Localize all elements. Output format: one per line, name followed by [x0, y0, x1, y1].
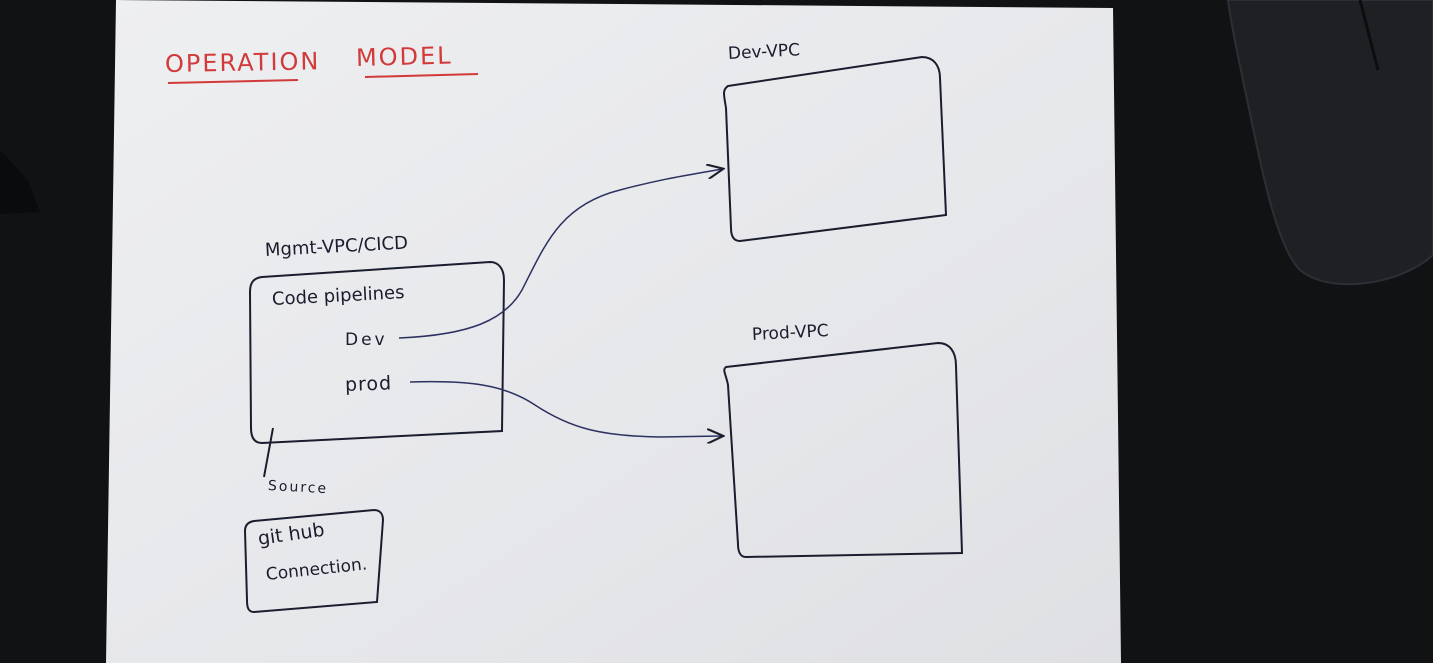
prod-vpc-box	[723, 341, 964, 559]
title-underline-2	[364, 73, 479, 78]
paper-sheet	[106, 0, 1121, 663]
prod-to-prod-vpc-arrow	[409, 380, 722, 437]
prod-vpc-label: Prod-VPC	[751, 321, 830, 345]
source-connector-line	[263, 427, 274, 478]
dev-vpc-label: Dev-VPC	[727, 40, 801, 64]
mgmt-vpc-box	[248, 260, 506, 445]
pipeline-item-prod: prod	[344, 372, 393, 396]
title-underline-1	[167, 79, 299, 84]
mouse-shape	[1226, 0, 1433, 286]
title-operation: OPERATION	[164, 47, 321, 78]
mouse-wheel-groove	[1358, 0, 1380, 71]
pen-shape	[0, 150, 40, 214]
dev-vpc-box	[723, 55, 948, 243]
dev-to-dev-vpc-arrow	[398, 169, 722, 339]
source-label: Source	[267, 478, 329, 498]
title-model: MODEL	[355, 41, 453, 72]
github-box	[243, 508, 385, 614]
pipeline-item-dev: Dev	[345, 330, 388, 350]
